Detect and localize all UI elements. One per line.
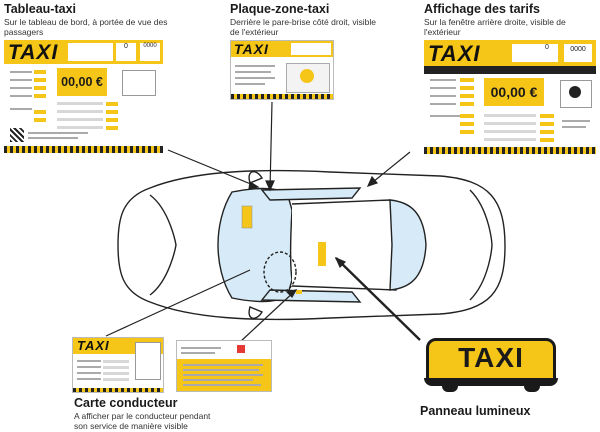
tariff-taxi-word: TAXI bbox=[428, 41, 481, 66]
light-title: Panneau lumineux bbox=[420, 404, 531, 418]
dashboard-panel: TAXI 0 0000 00,00 € bbox=[4, 40, 163, 153]
driver-card: TAXI bbox=[72, 337, 164, 393]
driver-card-back bbox=[176, 340, 272, 392]
rear-window bbox=[389, 199, 427, 291]
plate-sticker bbox=[241, 205, 253, 229]
light-base bbox=[424, 378, 558, 386]
tariff-price: 00,00 € bbox=[484, 78, 544, 106]
plate-title: Plaque-zone-taxi bbox=[230, 2, 330, 16]
card-taxi-word: TAXI bbox=[77, 338, 110, 353]
tariff-sticker bbox=[318, 242, 326, 266]
card-title: Carte conducteur bbox=[74, 396, 178, 410]
light-taxi-word: TAXI bbox=[458, 342, 524, 373]
dashboard-taxi-word: TAXI bbox=[8, 41, 59, 64]
dashboard-price: 00,00 € bbox=[57, 68, 107, 96]
plate-panel: TAXI bbox=[230, 40, 334, 100]
card-desc: A afficher par le conducteur pendant son… bbox=[74, 411, 211, 431]
dashboard-desc: Sur le tableau de bord, à portée de vue … bbox=[4, 17, 168, 37]
windshield bbox=[217, 187, 293, 303]
tariff-code: 0000 bbox=[564, 44, 592, 62]
tariff-counter: 0 bbox=[545, 44, 549, 51]
light-foot-left bbox=[442, 386, 458, 392]
plate-taxi-word: TAXI bbox=[234, 41, 269, 57]
taxi-light-sign: TAXI bbox=[426, 338, 556, 382]
dashboard-title: Tableau-taxi bbox=[4, 2, 77, 16]
tariff-title: Affichage des tarifs bbox=[424, 2, 541, 16]
light-foot-right bbox=[524, 386, 540, 392]
plate-desc: Derrière le pare-brise côté droit, visib… bbox=[230, 17, 376, 37]
tariff-desc: Sur la fenêtre arrière droite, visible d… bbox=[424, 17, 566, 37]
tariff-panel: TAXI 0 0000 00,00 € bbox=[424, 40, 596, 154]
dashboard-counter: 0 bbox=[116, 43, 136, 61]
dashboard-code: 0000 bbox=[140, 43, 160, 61]
